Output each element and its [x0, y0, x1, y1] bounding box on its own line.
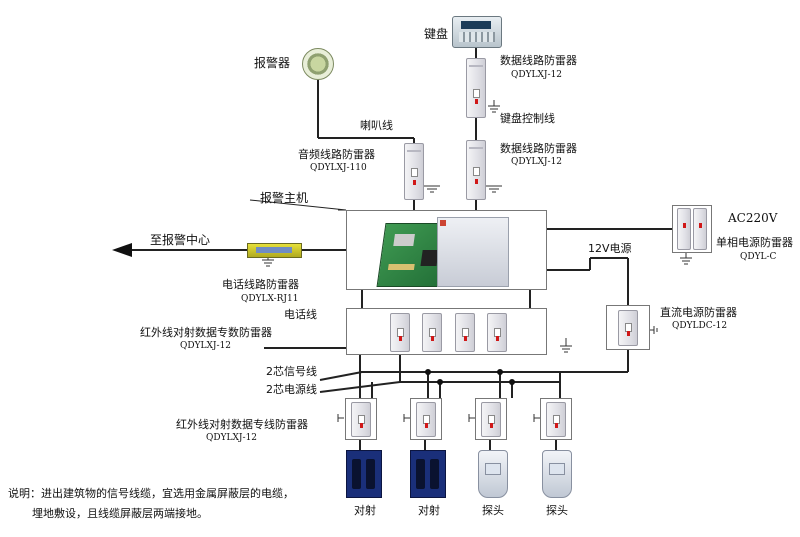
dc-spd-name: 直流电源防雷器: [660, 306, 737, 319]
data-spd-mid-code: QDYLXJ-12: [511, 157, 563, 167]
ir-spd-lower-name: 红外线对射数据专线防雷器: [176, 418, 308, 431]
alarm-host-label: 报警主机: [260, 191, 309, 205]
two-core-power-label: 2芯电源线: [266, 383, 317, 396]
ir-spd-lower-1: [345, 398, 377, 440]
probe-2-icon: [542, 450, 572, 498]
ac220v-label: AC220V: [728, 211, 778, 225]
keyboard-label: 键盘: [424, 27, 449, 41]
data-spd-mid-name: 数据线路防雷器: [500, 142, 577, 155]
twelve-v-power-label: 12V电源: [588, 242, 632, 255]
speaker-line-label: 喇叭线: [360, 119, 393, 132]
probe-1-label: 探头: [482, 504, 504, 517]
keyboard-control-line-label: 键盘控制线: [500, 112, 555, 125]
phone-spd-name: 电话线路防雷器: [222, 278, 299, 291]
audio-spd: [404, 143, 424, 200]
audio-spd-code: QDYLXJ-110: [310, 163, 367, 173]
power-spd-name: 单相电源防雷器: [716, 236, 793, 249]
ir-spd-lower-code: QDYLXJ-12: [206, 433, 258, 443]
ir-spd-row-upper: [346, 308, 547, 355]
audio-spd-name: 音频线路防雷器: [298, 148, 375, 161]
dc-spd-box: [606, 305, 650, 350]
ir-spd-lower-4: [540, 398, 572, 440]
ir-spd-lower-2: [410, 398, 442, 440]
phone-spd: [247, 243, 302, 258]
beam-detector-1-icon: [346, 450, 382, 498]
to-alarm-center-label: 至报警中心: [150, 233, 211, 247]
phone-spd-code: QDYLX-RJ11: [241, 294, 299, 304]
note-line-1: 说明：进出建筑物的信号线缆，宜选用金属屏蔽层的电缆，: [8, 487, 294, 500]
ir-spd-lower-3: [475, 398, 507, 440]
phone-line-label: 电话线: [284, 308, 317, 321]
data-spd-top-code: QDYLXJ-12: [511, 70, 563, 80]
alarm-host-box: [346, 210, 547, 290]
two-core-signal-label: 2芯信号线: [266, 365, 317, 378]
arrow-to-center: [112, 243, 132, 257]
alarm-bell-icon: [302, 48, 334, 80]
probe-2-label: 探头: [546, 504, 568, 517]
data-spd-mid: [466, 140, 486, 200]
ir-spd-upper-name: 红外线对射数据专数防雷器: [140, 326, 272, 339]
note-line-2: 埋地敷设，且线缆屏蔽层两端接地。: [32, 507, 208, 520]
beam-detector-2-icon: [410, 450, 446, 498]
beam-2-label: 对射: [418, 504, 440, 517]
probe-1-icon: [478, 450, 508, 498]
power-spd-code: QDYL-C: [740, 252, 777, 262]
data-spd-top: [466, 58, 486, 118]
power-spd-box: [672, 205, 712, 253]
alarm-label: 报警器: [254, 56, 291, 70]
dc-spd-code: QDYLDC-12: [672, 321, 728, 331]
host-cabinet-image: [437, 217, 509, 287]
data-spd-top-name: 数据线路防雷器: [500, 54, 577, 67]
keyboard-icon: [452, 16, 502, 48]
ir-spd-upper-code: QDYLXJ-12: [180, 341, 232, 351]
beam-1-label: 对射: [354, 504, 376, 517]
